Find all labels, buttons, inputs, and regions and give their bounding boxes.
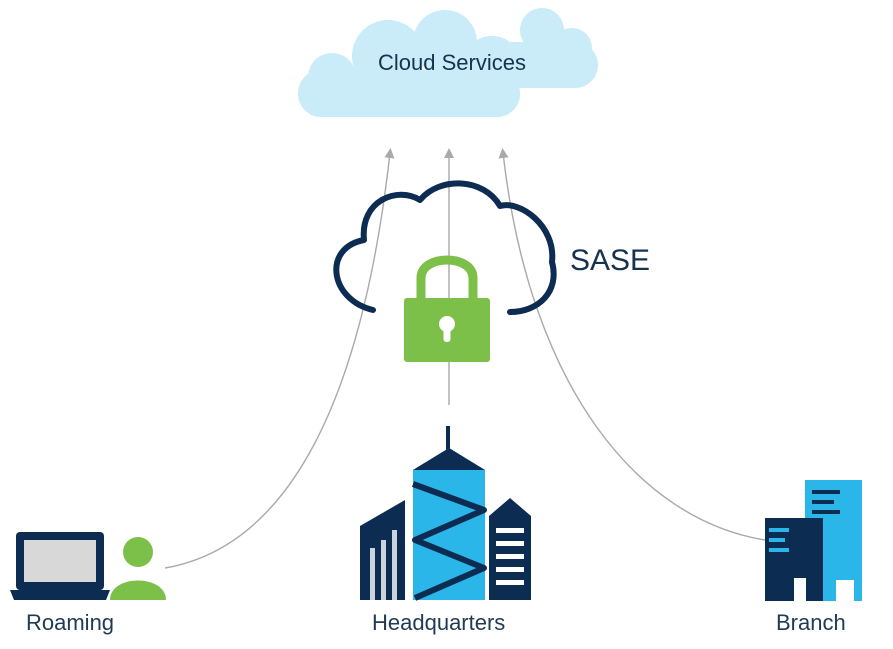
branch-icon bbox=[765, 480, 862, 601]
headquarters-icon bbox=[360, 426, 531, 601]
user-icon bbox=[110, 537, 166, 600]
branch-label: Branch bbox=[776, 610, 846, 635]
arrow-roaming bbox=[164, 148, 395, 569]
headquarters-label: Headquarters bbox=[372, 610, 506, 635]
cloud-services-label: Cloud Services bbox=[378, 50, 526, 75]
sase-label: SASE bbox=[570, 244, 651, 277]
padlock-icon bbox=[404, 255, 490, 362]
laptop-icon bbox=[10, 532, 110, 600]
roaming-label: Roaming bbox=[26, 610, 115, 635]
sase-cloud-icon bbox=[333, 180, 557, 315]
connection-arrows bbox=[164, 148, 766, 569]
arrow-branch bbox=[498, 148, 766, 541]
cloud-services-icon bbox=[298, 8, 598, 117]
